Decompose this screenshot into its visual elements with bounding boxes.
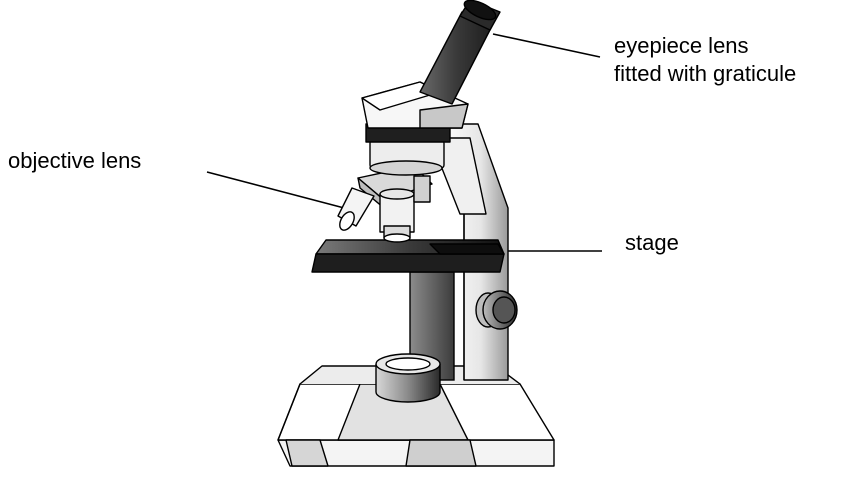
eyepiece-label: eyepiece lens fitted with graticule bbox=[614, 32, 796, 88]
objective-lens-label: objective lens bbox=[8, 147, 141, 175]
focus-knob-icon bbox=[476, 291, 517, 329]
eyepiece-tube bbox=[420, 0, 500, 104]
stage-label: stage bbox=[625, 229, 679, 257]
eyepiece-label-line1: eyepiece lens bbox=[614, 32, 796, 60]
eyepiece-label-line2: fitted with graticule bbox=[614, 60, 796, 88]
objective-lenses bbox=[337, 166, 432, 242]
light-source bbox=[376, 354, 440, 402]
microscope-stage bbox=[312, 240, 504, 272]
eyepiece-leader-line bbox=[493, 34, 600, 57]
objective-leader-line bbox=[207, 172, 348, 209]
